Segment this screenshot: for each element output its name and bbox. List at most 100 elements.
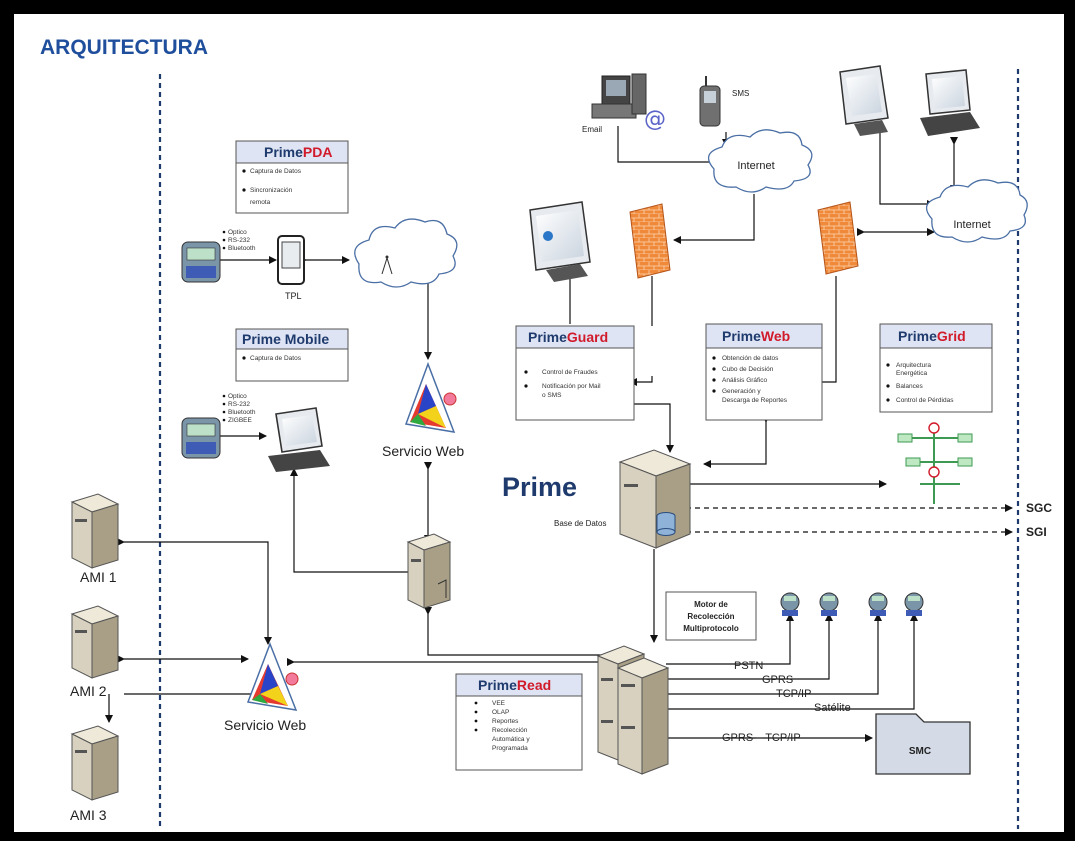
module-item: Control de Pérdidas (896, 397, 954, 404)
module-name: Prime Mobile (242, 331, 329, 347)
internet-label: Internet (953, 219, 990, 231)
at-sign-icon: @ (644, 107, 666, 132)
read-server-cluster-icon (596, 645, 670, 775)
module-item: Análisis Gráfico (722, 377, 768, 384)
ami-label: AMI 2 (70, 683, 107, 699)
port-label: Optico (228, 229, 247, 236)
web-service-bottom-icon: Servicio Web (224, 641, 306, 733)
ami-1-server-icon: AMI 1 (70, 493, 120, 585)
field-meter-icon (819, 592, 839, 616)
module-item: Notificación por Mail (542, 383, 601, 390)
database-server-icon (618, 449, 692, 549)
sgi-label: SGI (1026, 525, 1047, 539)
sms-label: SMS (732, 89, 749, 98)
grid-tree-icon (897, 422, 973, 504)
field-meter-icon (868, 592, 888, 616)
svg-text:PrimeRead: PrimeRead (478, 677, 551, 693)
web-service-top-icon: Servicio Web (382, 361, 464, 459)
svg-text:PrimePDA: PrimePDA (264, 144, 332, 160)
module-item: Descarga de Reportes (722, 397, 788, 404)
diagram-frame: ARQUITECTURA (14, 14, 1064, 832)
module-item: Reportes (492, 718, 519, 725)
module-item: Captura de Datos (250, 355, 302, 362)
ami-label: AMI 1 (80, 569, 117, 585)
module-item: Captura de Datos (250, 168, 302, 175)
motor-recoleccion-box: Motor de Recolección Multiprotocolo (665, 591, 757, 641)
module-name: Prime (264, 144, 303, 160)
port-label: Optico (228, 393, 247, 400)
handheld-tpl-icon: TPL (277, 235, 305, 301)
module-item: Programada (492, 745, 528, 752)
page-title: ARQUITECTURA (40, 36, 208, 59)
ami-2-server-icon: AMI 2 (70, 605, 120, 699)
module-item: Generación y (722, 388, 761, 395)
smc-label: SMC (909, 746, 931, 757)
laptop-icon (920, 69, 980, 136)
cellphone-icon: SMS (699, 76, 749, 127)
ami-label: AMI 3 (70, 807, 107, 823)
port-label: Bluetooth (228, 245, 256, 252)
port-label: RS-232 (228, 401, 250, 408)
module-item: Obtención de datos (722, 355, 779, 362)
port-label: RS-232 (228, 237, 250, 244)
svg-text:@: @ (644, 107, 666, 132)
module-item: Control de Fraudes (542, 369, 598, 376)
field-meter-icon (904, 592, 924, 616)
prime-label: Prime (502, 472, 577, 502)
link-label-gprs-tcpip: GPRS – TCP/IP (722, 732, 801, 744)
meter-mobile-icon (181, 417, 221, 459)
module-primepda: PrimePDA Captura de Datos Sincronización… (235, 140, 349, 214)
link-label-pstn: PSTN (734, 660, 763, 672)
cloud-wireless (354, 218, 458, 288)
servicio-web-label: Servicio Web (382, 443, 464, 459)
smc-folder-icon: SMC (875, 713, 971, 775)
ami-3-server-icon: AMI 3 (70, 725, 120, 823)
cloud-internet-2: Internet (925, 179, 1028, 243)
module-prime-mobile: Prime Mobile Captura de Datos (235, 328, 349, 382)
svg-text:PrimeGuard: PrimeGuard (528, 329, 608, 345)
module-primeweb: PrimeWeb Obtención de datos Cubo de Deci… (705, 323, 823, 421)
module-item: Automática y (492, 736, 530, 743)
module-item: Recolección (492, 727, 528, 734)
module-item: Arquitectura (896, 362, 931, 369)
sgc-label: SGC (1026, 501, 1052, 515)
laptop-icon (268, 407, 330, 472)
svg-text:Motor de: Motor de (694, 600, 728, 609)
module-item: remota (250, 199, 271, 206)
module-item: Energética (896, 370, 927, 377)
module-item: o SMS (542, 392, 562, 399)
svg-text:PrimeWeb: PrimeWeb (722, 328, 790, 344)
email-label: Email (582, 125, 602, 134)
module-primeread: PrimeRead VEE OLAP Reportes Recolección … (455, 673, 583, 771)
firewall-1-icon (629, 203, 671, 279)
module-name-highlight: PDA (303, 144, 333, 160)
monitor-icon (839, 65, 889, 136)
internet-label: Internet (737, 160, 774, 172)
module-item: Balances (896, 383, 923, 390)
field-meter-icon (780, 592, 800, 616)
module-primeguard: PrimeGuard Control de Fraudes Notificaci… (515, 325, 635, 421)
servicio-web-label: Servicio Web (224, 717, 306, 733)
link-label-satelite: Satélite (814, 702, 851, 714)
module-item: OLAP (492, 709, 509, 716)
svg-text:Recolección: Recolección (687, 612, 734, 621)
link-label-tcpip: TCP/IP (776, 688, 811, 700)
meter-pda-icon (181, 241, 221, 283)
port-label: Bluetooth (228, 409, 256, 416)
module-primegrid: PrimeGrid Arquitectura Energética Balanc… (879, 323, 993, 413)
architecture-diagram: ARQUITECTURA (40, 36, 1052, 829)
svg-text:Multiprotocolo: Multiprotocolo (683, 624, 739, 633)
module-item: Sincronización (250, 187, 293, 194)
link-label-gprs: GPRS (762, 674, 793, 686)
tpl-label: TPL (285, 291, 302, 301)
web-server-icon (406, 533, 452, 609)
svg-text:PrimeGrid: PrimeGrid (898, 328, 966, 344)
database-label: Base de Datos (554, 519, 606, 528)
monitor-icon (529, 201, 591, 282)
connections (105, 124, 1013, 742)
cloud-internet-1: Internet (707, 129, 813, 193)
port-label: ZIGBEE (228, 417, 253, 424)
module-item: Cubo de Decisión (722, 366, 774, 373)
module-item: VEE (492, 700, 506, 707)
email-computer-icon: Email (582, 73, 647, 134)
